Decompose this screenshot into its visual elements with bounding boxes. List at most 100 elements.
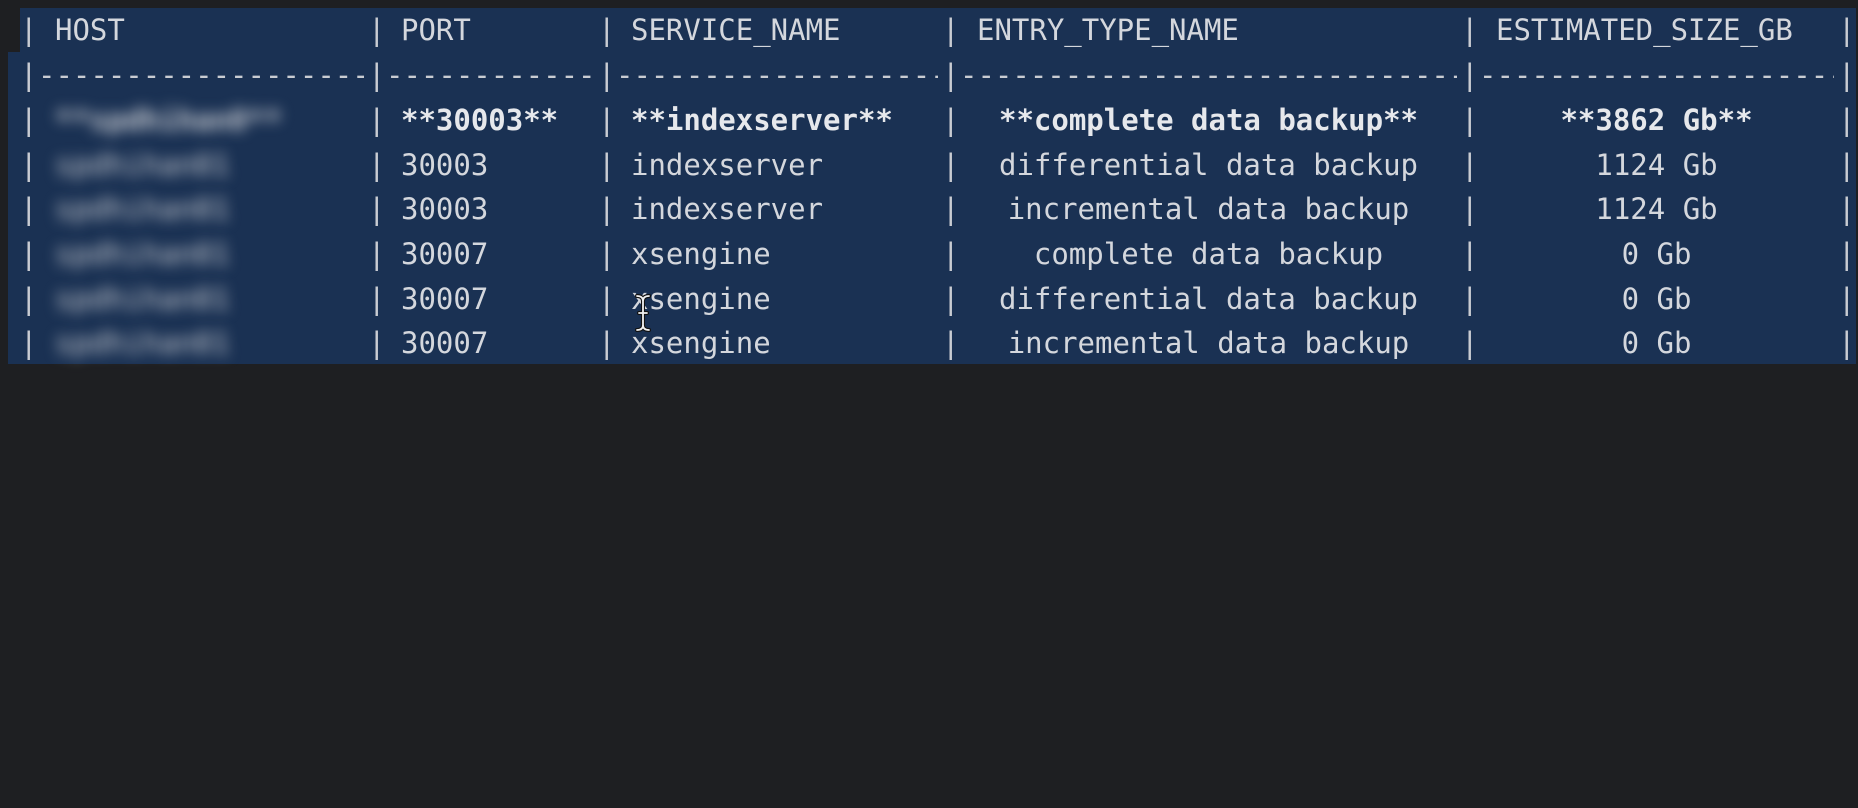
column-divider: | [20,13,38,47]
host-cell-redacted: spdhihan01 [55,192,230,226]
table-row: | spdhihan01 | 30007 | xsengine | comple… [0,232,1858,276]
column-divider: | [1838,148,1856,182]
port-cell: 30007 [401,237,489,271]
column-divider: | [368,103,386,137]
estimated-size-cell: 0 Gb [1621,282,1692,316]
column-divider: | [1461,58,1479,92]
column-divider: | [368,282,386,316]
service-name-cell: indexserver [631,192,824,226]
column-divider: | [598,148,616,182]
port-cell: **30003** [401,103,559,137]
column-divider: | [368,148,386,182]
column-divider: | [1838,282,1856,316]
column-divider: | [598,326,616,360]
host-cell-redacted: spdhihan01 [55,237,230,271]
table-separator-row: | --------------------------------------… [0,53,1858,97]
column-divider: | [1838,326,1856,360]
column-divider: | [368,237,386,271]
port-cell: 30003 [401,192,489,226]
column-divider: | [368,58,386,92]
column-divider: | [942,148,960,182]
entry-type-cell: incremental data backup [1007,192,1410,226]
header-entry-type-name: ENTRY_TYPE_NAME [977,13,1239,47]
column-divider: | [942,13,960,47]
service-name-cell: **indexserver** [631,103,893,137]
column-divider: | [598,103,616,137]
text-cursor-icon [635,294,651,332]
column-divider: | [1461,282,1479,316]
column-divider: | [20,282,38,316]
header-host: HOST [55,13,125,47]
column-divider: | [1838,58,1856,92]
service-name-cell: indexserver [631,148,824,182]
separator-dashes: ----------------------------------------… [960,58,1457,92]
host-cell-redacted: **spdhihan0** [55,103,282,137]
separator-dashes: ----------------------------------------… [38,58,364,92]
estimated-size-cell: 0 Gb [1621,237,1692,271]
column-divider: | [598,282,616,316]
text-selection-highlight [8,8,1856,364]
header-port: PORT [401,13,471,47]
entry-type-cell: incremental data backup [1007,326,1410,360]
header-estimated-size: ESTIMATED_SIZE_GB [1496,13,1793,47]
entry-type-cell: differential data backup [998,282,1419,316]
entry-type-cell: **complete data backup** [998,103,1419,137]
port-cell: 30003 [401,148,489,182]
column-divider: | [598,58,616,92]
estimated-size-cell: 0 Gb [1621,326,1692,360]
column-divider: | [20,103,38,137]
column-divider: | [20,148,38,182]
table-row: | spdhihan01 | 30007 | xsengine | differ… [0,277,1858,321]
column-divider: | [1838,13,1856,47]
host-cell-redacted: spdhihan01 [55,148,230,182]
column-divider: | [942,58,960,92]
column-divider: | [1838,192,1856,226]
table-row: | spdhihan01 | 30003 | indexserver | inc… [0,187,1858,231]
column-divider: | [368,192,386,226]
column-divider: | [1838,237,1856,271]
entry-type-cell: differential data backup [998,148,1419,182]
service-name-cell: xsengine [631,326,771,360]
column-divider: | [20,237,38,271]
column-divider: | [1461,192,1479,226]
port-cell: 30007 [401,326,489,360]
column-divider: | [942,103,960,137]
column-divider: | [598,13,616,47]
host-cell-redacted: spdhihan01 [55,282,230,316]
estimated-size-cell: 1124 Gb [1595,148,1718,182]
column-divider: | [1461,148,1479,182]
table-row: | spdhihan01 | 30007 | xsengine | increm… [0,321,1858,365]
port-cell: 30007 [401,282,489,316]
table-row: | spdhihan01 | 30003 | indexserver | dif… [0,143,1858,187]
separator-dashes: ----------------------------------------… [616,58,938,92]
entry-type-cell: complete data backup [1033,237,1384,271]
column-divider: | [1838,103,1856,137]
column-divider: | [942,282,960,316]
column-divider: | [942,192,960,226]
column-divider: | [20,58,38,92]
separator-dashes: ----------------------------------------… [386,58,594,92]
column-divider: | [942,326,960,360]
table-row: | **spdhihan0** | **30003** | **indexser… [0,98,1858,142]
host-cell-redacted: spdhihan01 [55,326,230,360]
service-name-cell: xsengine [631,282,771,316]
column-divider: | [20,326,38,360]
estimated-size-cell: 1124 Gb [1595,192,1718,226]
service-name-cell: xsengine [631,237,771,271]
column-divider: | [20,192,38,226]
separator-dashes: ----------------------------------------… [1479,58,1834,92]
column-divider: | [1461,13,1479,47]
column-divider: | [368,326,386,360]
column-divider: | [598,237,616,271]
column-divider: | [942,237,960,271]
column-divider: | [1461,103,1479,137]
code-editor[interactable]: | HOST | PORT | SERVICE_NAME | ENTRY_TYP… [0,0,1858,404]
column-divider: | [598,192,616,226]
estimated-size-cell: **3862 Gb** [1560,103,1753,137]
column-divider: | [1461,237,1479,271]
selection-edge [8,8,20,52]
column-divider: | [368,13,386,47]
column-divider: | [1461,326,1479,360]
table-header-row: | HOST | PORT | SERVICE_NAME | ENTRY_TYP… [0,8,1858,52]
header-service-name: SERVICE_NAME [631,13,841,47]
